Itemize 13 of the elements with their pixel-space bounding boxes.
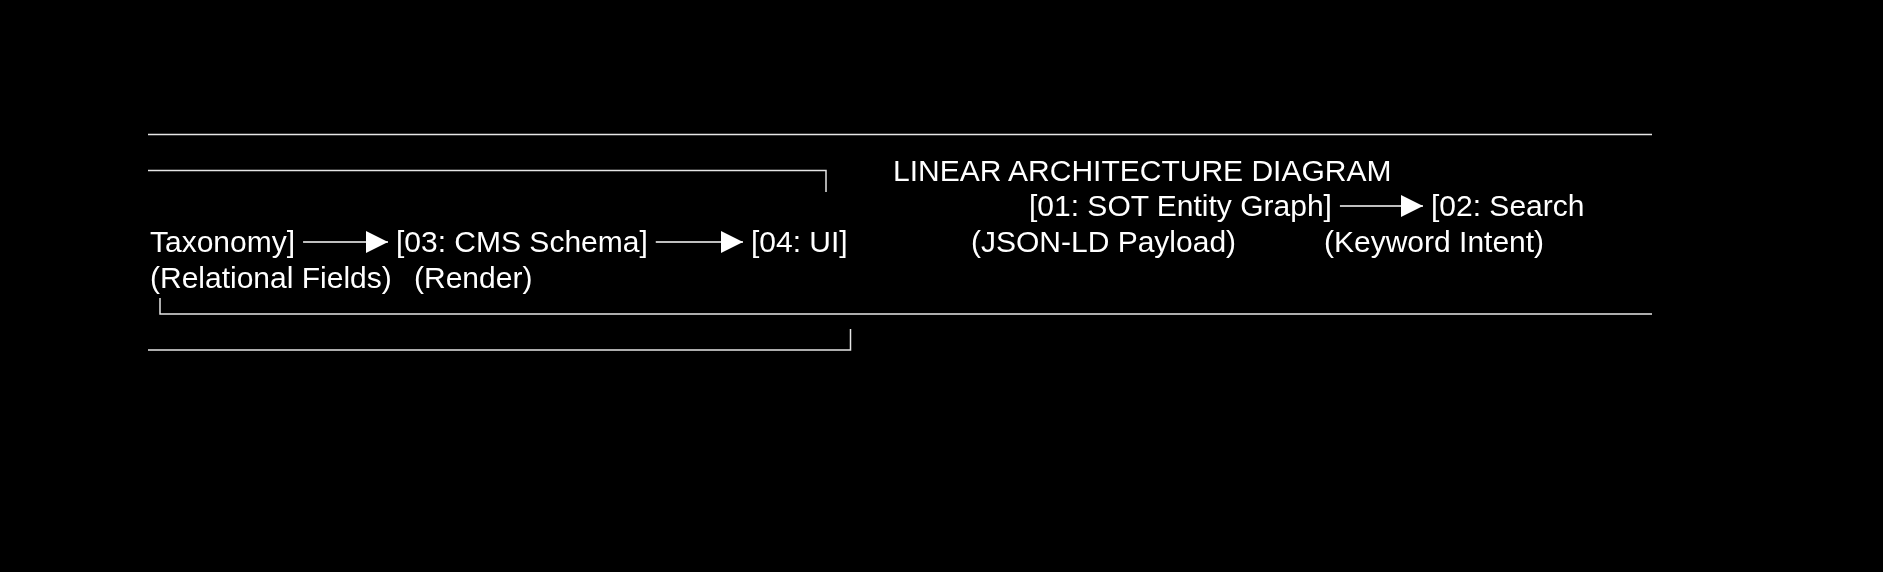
diagram-title: LINEAR ARCHITECTURE DIAGRAM [893,152,1392,189]
arrow [1339,195,1424,217]
step-label: [04: UI] [743,224,856,260]
step-caption: (Keyword Intent) [1324,227,1545,257]
step-label: [03: CMS Schema] [388,224,656,260]
step-label: Taxonomy] [142,224,304,260]
step-label: [02: Search [1423,188,1593,224]
step-caption: (Render) [414,263,533,293]
arrow [655,231,744,253]
step-caption: (JSON-LD Payload) [971,227,1237,257]
step-caption: (Relational Fields) [150,263,392,293]
step-label: [01: SOT Entity Graph] [1021,188,1340,224]
arrow [302,231,389,253]
